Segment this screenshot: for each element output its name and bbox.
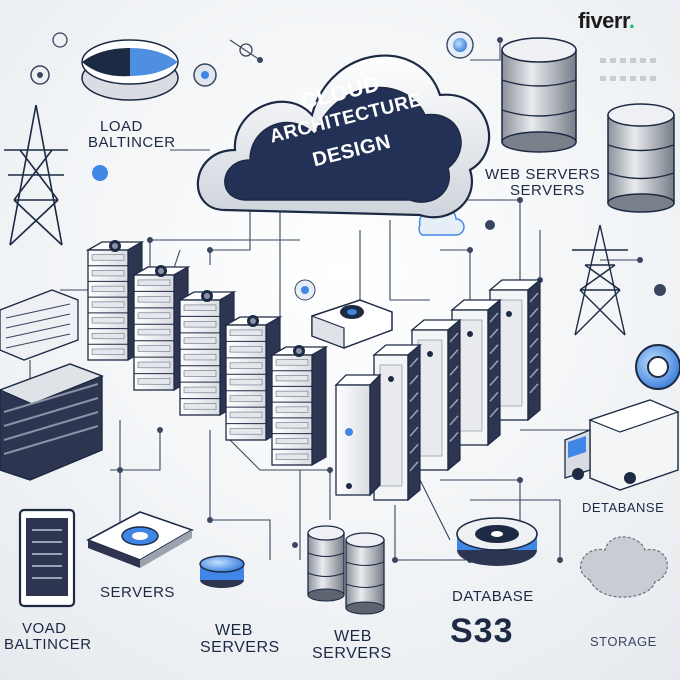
server-icon	[269, 345, 329, 467]
label-database-right: DETABANSE	[582, 500, 665, 515]
network-switch	[311, 299, 393, 349]
server-icon	[177, 290, 237, 417]
s3-storage-disc	[456, 517, 538, 566]
label-voad-2: BALTINCER	[4, 636, 92, 653]
router-icon	[86, 511, 194, 568]
load-balancer-icon	[81, 39, 179, 101]
storage-cloud-icon	[579, 536, 668, 598]
label-load-balancer-top-2: BALTINCER	[88, 134, 176, 151]
label-web-servers-b-1: WEB	[334, 628, 372, 645]
hub-disc	[199, 555, 245, 588]
label-web-servers-right-1: WEB SERVERS	[485, 166, 601, 183]
server-cluster-right	[334, 278, 542, 502]
hub-icon	[654, 284, 666, 296]
database-icon	[307, 525, 385, 615]
hub-icon	[239, 43, 253, 57]
server-rack-icon	[372, 343, 422, 502]
truck-icon	[564, 399, 680, 491]
server-rack-icon	[0, 363, 104, 481]
label-web-servers-right-2: SERVERS	[510, 182, 585, 199]
label-voad-1: VOAD	[22, 620, 67, 637]
hub-icon	[30, 65, 50, 85]
server-icon	[334, 373, 382, 497]
label-database-bottom: DATABASE	[452, 588, 534, 605]
hub-icon	[52, 32, 68, 48]
decorative-dots	[598, 52, 664, 81]
label-storage: STORAGE	[590, 634, 657, 649]
database-icon	[607, 103, 675, 213]
hub-icon	[92, 165, 108, 181]
database-icon	[501, 37, 577, 153]
hub-icon	[485, 220, 495, 230]
label-s3: S33	[450, 612, 514, 650]
fiverr-logo: fiverr.	[578, 8, 635, 33]
tablet-icon	[18, 508, 76, 608]
server-cluster-left	[85, 240, 329, 467]
transmission-tower-icon	[572, 224, 628, 336]
storage-unit	[0, 289, 79, 361]
label-servers-bottom: SERVERS	[100, 584, 175, 601]
cloud-icon	[196, 54, 491, 219]
label-web-servers-a-1: WEB	[215, 622, 253, 639]
label-web-servers-b-2: SERVERS	[312, 645, 392, 662]
small-icons	[30, 31, 680, 543]
label-load-balancer-top-1: LOAD	[100, 118, 143, 135]
transmission-tower-icon	[4, 104, 68, 246]
label-web-servers-a-2: SERVERS	[200, 639, 280, 656]
network-nodes	[27, 37, 643, 563]
